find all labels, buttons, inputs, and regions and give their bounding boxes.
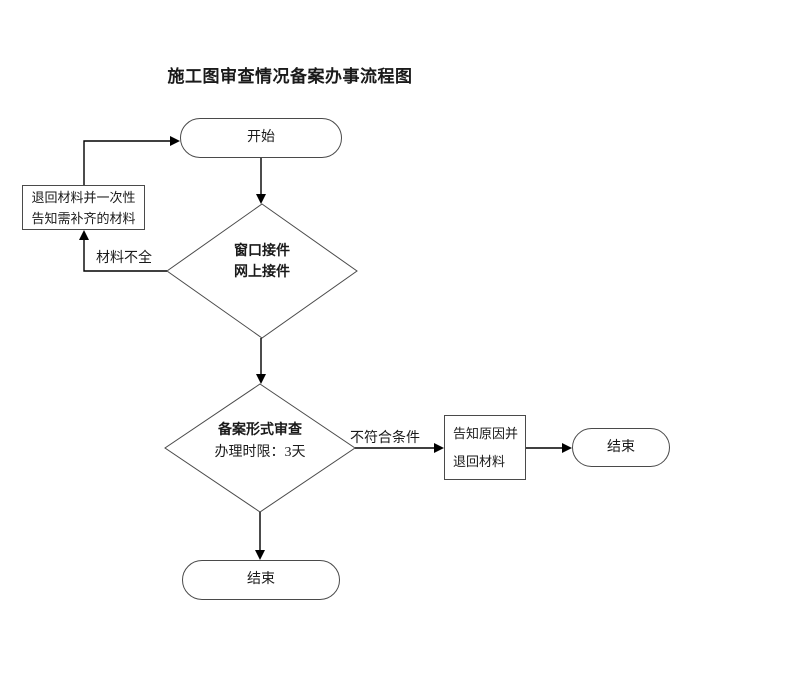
connector-return-box-to-start [83, 140, 172, 185]
start-node-label: 开始 [247, 130, 275, 145]
edge-label-materials-incomplete: 材料不全 [96, 251, 152, 266]
arrowhead-up-return-box [79, 230, 89, 240]
return-materials-line2: 告知需补齐的材料 [31, 210, 136, 226]
end-bottom-label: 结束 [247, 572, 275, 587]
intake-diamond-text: 窗口接件 网上接件 [187, 241, 337, 283]
notify-box: 告知原因并 退回材料 [444, 415, 526, 480]
return-materials-box: 退回材料并一次性 告知需补齐的材料 [22, 185, 145, 230]
end-bottom-node: 结束 [182, 560, 340, 600]
notify-box-line1: 告知原因并 [453, 425, 519, 441]
intake-diamond-shape [166, 203, 358, 339]
end-right-label: 结束 [607, 439, 635, 455]
arrowhead-right-end [562, 443, 572, 453]
arrowhead-down-review [256, 374, 266, 384]
review-diamond-line2: 办理时限：3天 [214, 445, 306, 460]
arrowhead-down-end [255, 550, 265, 560]
review-diamond-line1: 备案形式审查 [218, 423, 302, 438]
connector-intake-to-return-box [83, 238, 167, 272]
end-right-node: 结束 [572, 428, 670, 467]
intake-diamond-line1: 窗口接件 [234, 244, 290, 259]
arrowhead-right-start [170, 136, 180, 146]
edge-label-not-qualified: 不符合条件 [350, 431, 420, 446]
notify-box-line2: 退回材料 [453, 453, 506, 469]
page-title: 施工图审查情况备案办事流程图 [167, 67, 413, 86]
arrowhead-right-notify-box [434, 443, 444, 453]
return-materials-line1: 退回材料并一次性 [31, 189, 136, 205]
review-diamond-text: 备案形式审查 办理时限：3天 [185, 420, 335, 464]
arrowhead-down-intake [256, 194, 266, 204]
intake-diamond-line2: 网上接件 [234, 265, 290, 280]
start-node: 开始 [180, 118, 342, 158]
